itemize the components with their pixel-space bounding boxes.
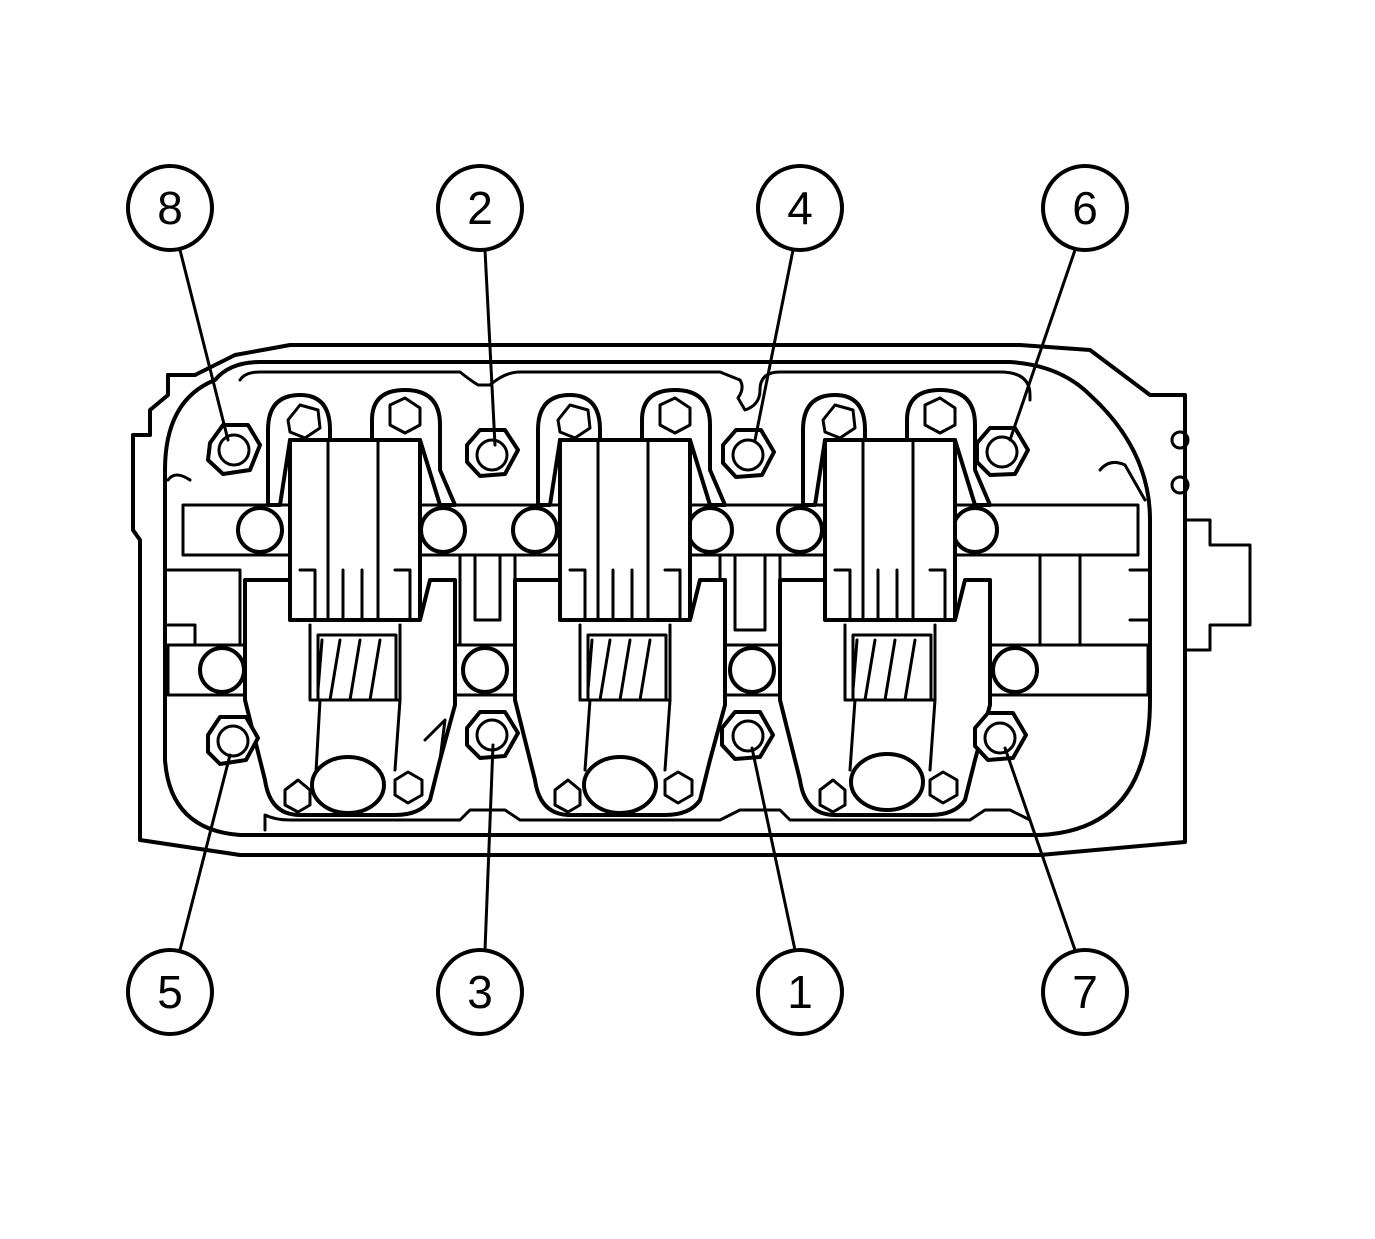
leader-line-7 <box>1003 746 1077 952</box>
head-bolt-1 <box>720 710 775 761</box>
leader-lines <box>178 248 1077 952</box>
callout-8: 8 <box>126 164 214 252</box>
head-bolts <box>206 423 1030 766</box>
head-bolt-6 <box>975 426 1030 477</box>
head-bolt-2 <box>465 428 520 478</box>
callouts: 8 2 4 6 5 3 1 7 <box>126 164 1129 1036</box>
head-bolt-7 <box>973 711 1028 762</box>
callout-3-label: 3 <box>467 966 493 1018</box>
head-bolt-4 <box>721 428 776 479</box>
leader-line-5 <box>178 753 232 952</box>
callout-2: 2 <box>436 164 524 252</box>
callout-2-label: 2 <box>467 182 493 234</box>
callout-4: 4 <box>756 164 844 252</box>
callout-3: 3 <box>436 948 524 1036</box>
shaft-bearings <box>198 506 1039 694</box>
rocker-arm-assembly-1 <box>243 388 457 817</box>
head-bolt-5 <box>206 715 260 766</box>
leader-line-4 <box>753 248 795 442</box>
rocker-arm-assembly-2 <box>513 388 727 817</box>
leader-line-2 <box>483 248 497 447</box>
callout-7: 7 <box>1041 948 1129 1036</box>
leader-line-1 <box>750 746 797 952</box>
callout-1: 1 <box>756 948 844 1036</box>
leader-line-6 <box>1008 248 1077 442</box>
leader-line-8 <box>178 248 230 442</box>
leader-line-3 <box>483 743 495 952</box>
head-bolt-3 <box>465 710 520 760</box>
callout-5: 5 <box>126 948 214 1036</box>
callout-8-label: 8 <box>157 182 183 234</box>
callout-1-label: 1 <box>787 966 813 1018</box>
callout-6: 6 <box>1041 164 1129 252</box>
rocker-arm-assembly-3 <box>778 388 992 817</box>
callout-4-label: 4 <box>787 182 813 234</box>
callout-6-label: 6 <box>1072 182 1098 234</box>
head-bolt-8 <box>206 423 262 476</box>
callout-5-label: 5 <box>157 966 183 1018</box>
callout-7-label: 7 <box>1072 966 1098 1018</box>
cylinder-head-casting <box>131 343 1252 857</box>
